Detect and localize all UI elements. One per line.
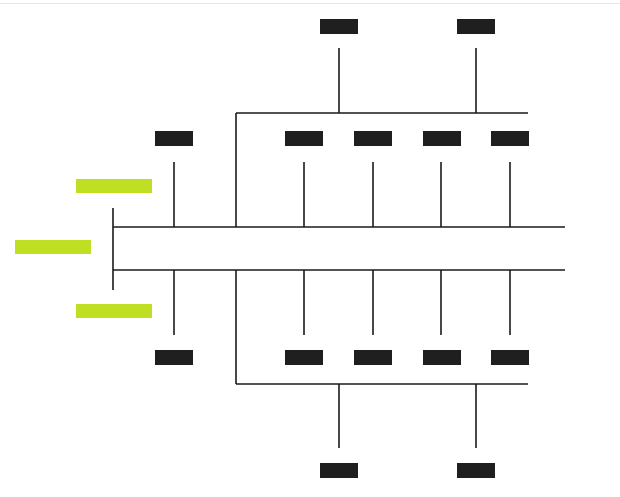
node-top-3 [423,131,461,146]
node-accent-top [76,179,152,193]
node-bottom-4 [491,350,529,365]
node-top-left [155,131,193,146]
node-accent-middle [15,240,91,254]
connector-lines [112,48,565,448]
node-bottom-3 [423,350,461,365]
node-bottom-left [155,350,193,365]
node-bottom-down-2 [457,463,495,478]
node-top-1 [285,131,323,146]
node-top-up-2 [457,19,495,34]
node-bottom-down-1 [320,463,358,478]
node-bottom-1 [285,350,323,365]
top-divider [0,3,620,4]
node-accent-bottom [76,304,152,318]
diagram-nodes [15,19,529,478]
node-bottom-2 [354,350,392,365]
node-top-2 [354,131,392,146]
node-top-up-1 [320,19,358,34]
node-top-4 [491,131,529,146]
